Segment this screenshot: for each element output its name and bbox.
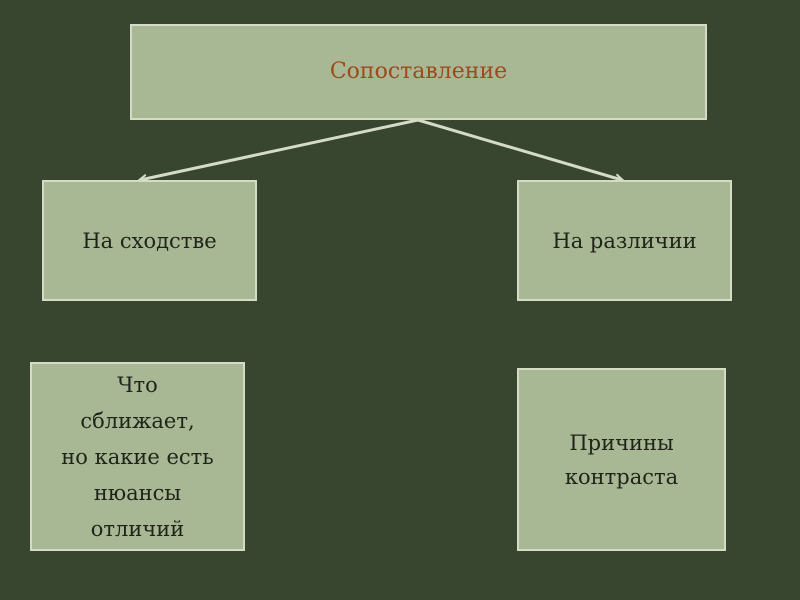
difference-node-label: На различии bbox=[552, 228, 697, 253]
difference-detail-node: Причины контраста bbox=[517, 368, 726, 551]
difference-detail-text: Причины контраста bbox=[564, 430, 679, 489]
similarity-node: На сходстве bbox=[42, 180, 257, 301]
similarity-node-label: На сходстве bbox=[82, 228, 217, 253]
similarity-detail-node: Что сближает, но какие есть нюансы отлич… bbox=[30, 362, 245, 551]
arrow-to-similarity bbox=[140, 118, 419, 180]
similarity-detail-text: Что сближает, но какие есть нюансы отлич… bbox=[61, 372, 214, 541]
root-node: Сопоставление bbox=[130, 24, 707, 120]
difference-node: На различии bbox=[517, 180, 732, 301]
root-node-label: Сопоставление bbox=[329, 59, 508, 84]
arrow-to-difference bbox=[417, 118, 622, 180]
